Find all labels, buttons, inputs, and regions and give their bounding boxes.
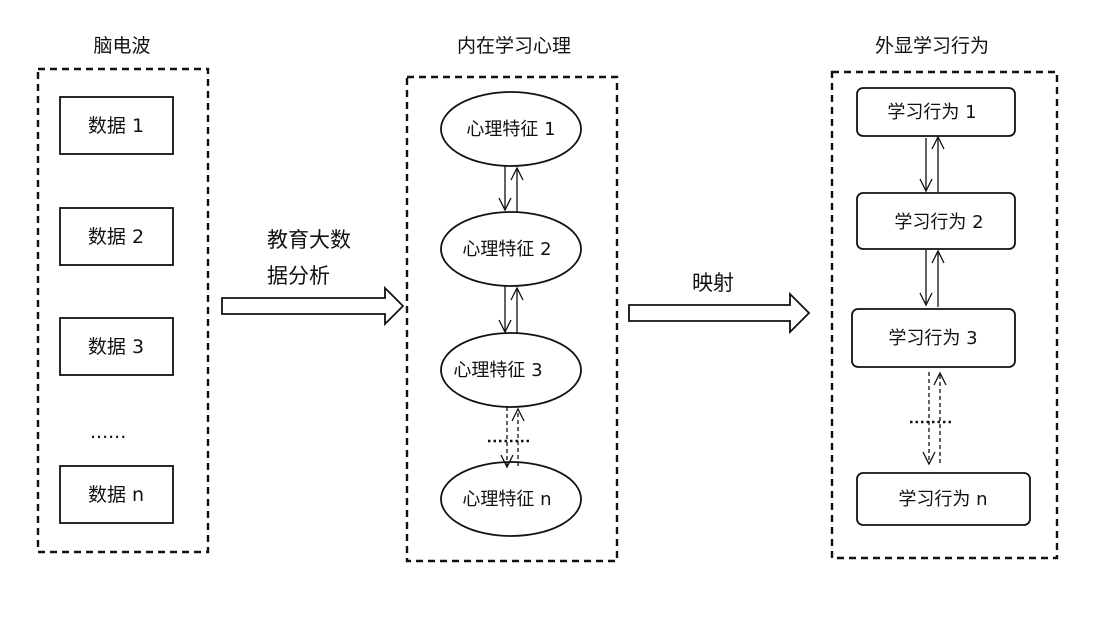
behavior-item-3-label: 学习行为 3 xyxy=(888,328,977,349)
eeg-item-3-label: 数据 3 xyxy=(88,336,144,358)
mapping-block-arrow xyxy=(628,291,811,335)
behavior-item-2-label: 学习行为 2 xyxy=(894,212,983,233)
eeg-item-n: 数据 n xyxy=(59,465,174,524)
behavior-connector-3-n-dashed xyxy=(910,371,952,466)
behavior-item-n-label: 学习行为 n xyxy=(898,489,987,510)
psych-group-frame xyxy=(405,75,619,563)
behavior-item-2: 学习行为 2 xyxy=(856,192,1016,250)
behavior-title: 外显学习行为 xyxy=(875,35,989,57)
psych-item-3-label: 心理特征 3 xyxy=(453,360,542,381)
behavior-connector-1-2 xyxy=(919,135,945,193)
psych-title: 内在学习心理 xyxy=(457,35,571,57)
psych-item-n: 心理特征 n xyxy=(440,461,582,537)
arrow2-label: 映射 xyxy=(692,271,734,295)
analysis-block-arrow xyxy=(221,285,405,327)
behavior-item-n: 学习行为 n xyxy=(856,472,1031,526)
eeg-item-1-label: 数据 1 xyxy=(88,115,144,137)
behavior-item-1: 学习行为 1 xyxy=(856,87,1016,137)
psych-item-n-label: 心理特征 n xyxy=(462,489,551,510)
behavior-group-frame xyxy=(830,70,1059,560)
behavior-connector-2-3 xyxy=(919,249,945,307)
psych-connector-2-3 xyxy=(498,286,524,334)
eeg-group-frame xyxy=(36,67,210,554)
psych-item-3: 心理特征 3 xyxy=(440,332,582,408)
eeg-item-2-label: 数据 2 xyxy=(88,226,144,248)
eeg-item-2: 数据 2 xyxy=(59,207,174,266)
psych-item-2: 心理特征 2 xyxy=(440,211,582,287)
eeg-title: 脑电波 xyxy=(93,35,150,57)
behavior-item-3: 学习行为 3 xyxy=(851,308,1016,368)
psych-item-1: 心理特征 1 xyxy=(440,91,582,167)
psych-connector-3-n-dashed xyxy=(488,407,530,469)
arrow1-label-line1: 教育大数 xyxy=(267,228,351,252)
eeg-item-1: 数据 1 xyxy=(59,96,174,155)
eeg-ellipsis: ...... xyxy=(90,421,126,443)
eeg-item-n-label: 数据 n xyxy=(88,484,144,506)
eeg-item-3: 数据 3 xyxy=(59,317,174,376)
psych-item-2-label: 心理特征 2 xyxy=(462,239,551,260)
psych-connector-1-2 xyxy=(498,166,524,212)
arrow1-label-line2: 据分析 xyxy=(267,264,330,288)
psych-item-1-label: 心理特征 1 xyxy=(466,119,555,140)
behavior-item-1-label: 学习行为 1 xyxy=(887,102,976,123)
